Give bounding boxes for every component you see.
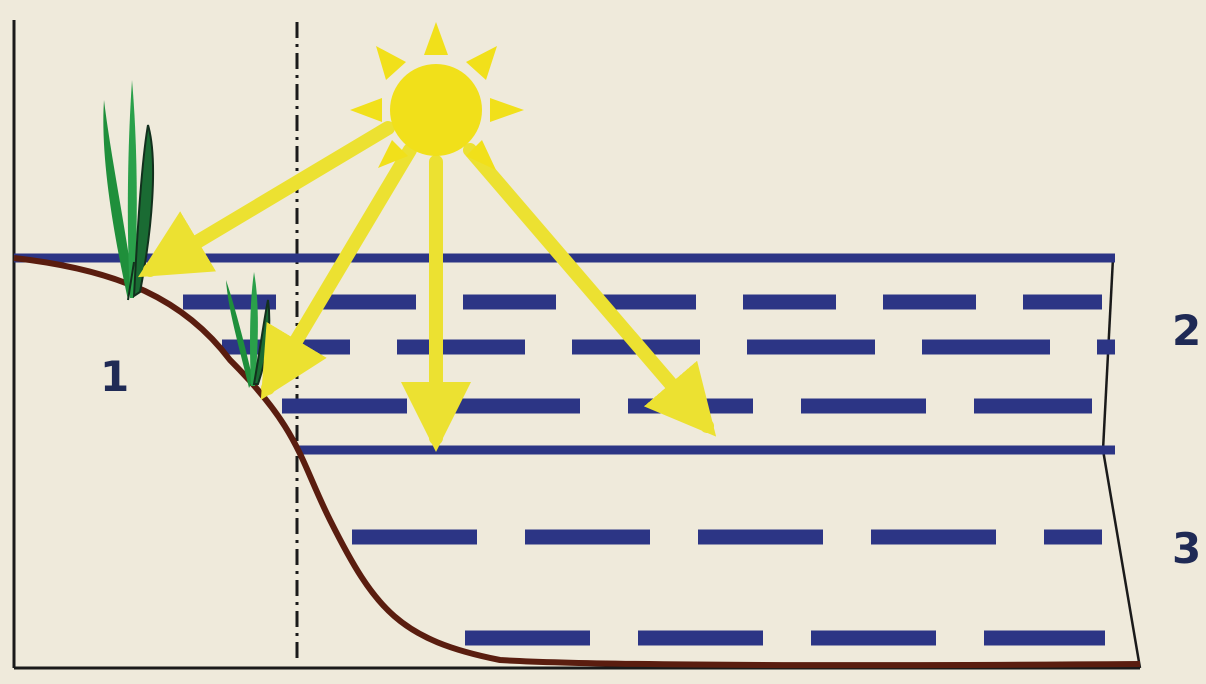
sun-icon: [350, 22, 524, 170]
sunlight-arrow: [470, 150, 707, 426]
zone-label-2: 2: [1172, 310, 1201, 352]
zone-label-1: 1: [100, 356, 129, 398]
right-boundary-lower: [1103, 450, 1140, 668]
sunlight-arrows: [150, 128, 707, 438]
zone-label-3: 3: [1172, 528, 1201, 570]
lake-bottom-profile: [14, 258, 1140, 665]
aquatic-plant-icon: [226, 272, 269, 388]
